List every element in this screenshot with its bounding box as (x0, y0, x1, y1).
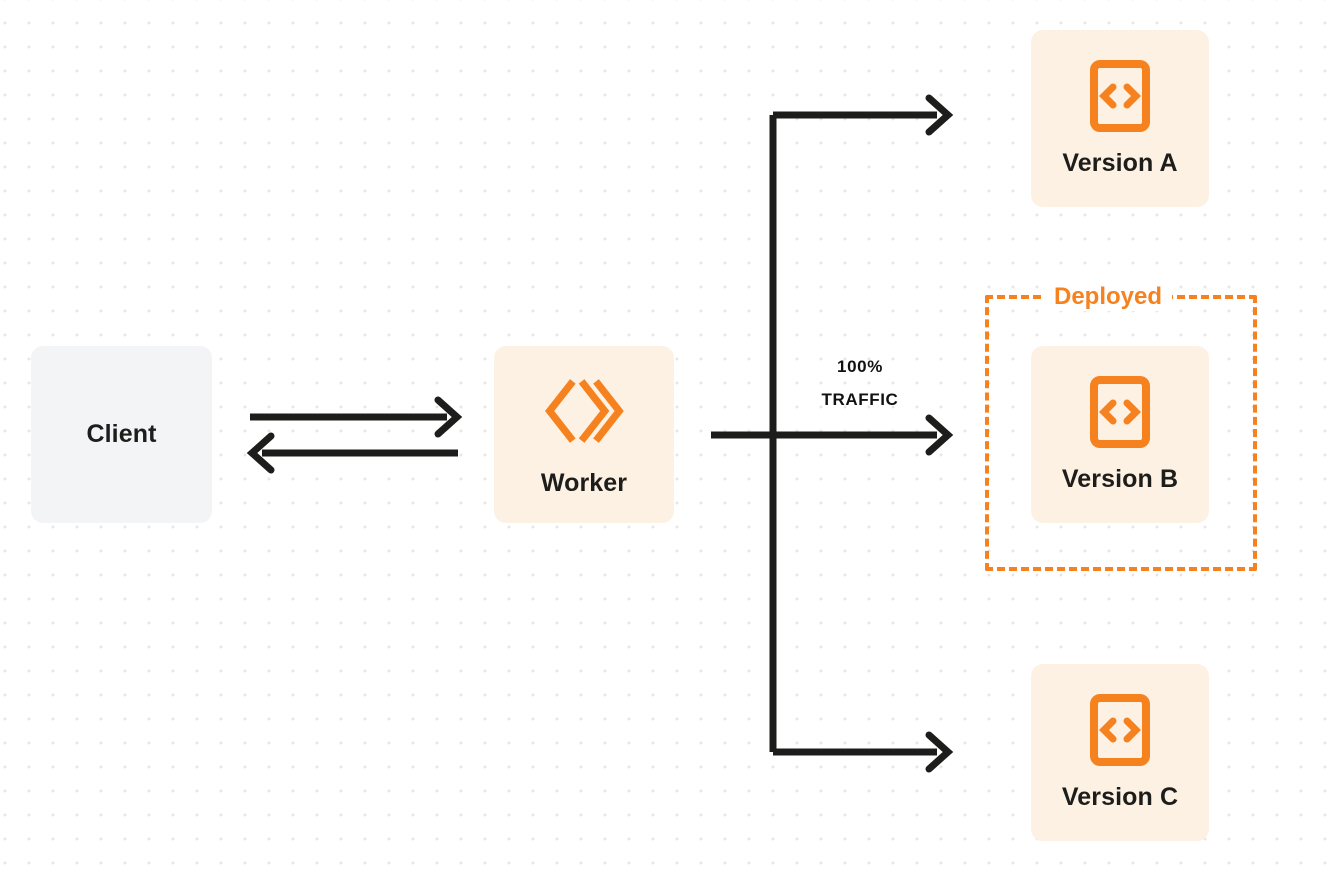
arrowhead-version-c (925, 731, 954, 773)
node-client-label: Client (86, 420, 157, 448)
traffic-percentage-label: 100% TRAFFIC (792, 350, 928, 416)
node-client[interactable]: Client (31, 346, 212, 523)
node-worker[interactable]: Worker (494, 346, 674, 523)
traffic-percent-value: 100% (837, 357, 883, 376)
node-version-b-label: Version B (1061, 465, 1179, 493)
group-deployed-label: Deployed (1044, 283, 1173, 311)
edge-client-to-worker (250, 396, 463, 438)
traffic-percent-caption: TRAFFIC (821, 390, 899, 409)
edge-worker-to-versions (711, 94, 954, 773)
code-file-icon (1089, 59, 1151, 133)
code-file-icon (1089, 375, 1151, 449)
edge-worker-to-client (246, 432, 458, 474)
node-version-a[interactable]: Version A (1031, 30, 1209, 207)
cloudflare-workers-logo-icon (544, 371, 624, 451)
node-version-c[interactable]: Version C (1031, 664, 1209, 841)
node-version-b[interactable]: Version B (1031, 346, 1209, 523)
code-file-icon (1089, 693, 1151, 767)
node-worker-label: Worker (540, 469, 628, 497)
arrowhead-version-b (925, 414, 954, 456)
node-version-a-label: Version A (1062, 149, 1178, 177)
node-version-c-label: Version C (1061, 783, 1179, 811)
arrowhead-version-a (925, 94, 954, 136)
